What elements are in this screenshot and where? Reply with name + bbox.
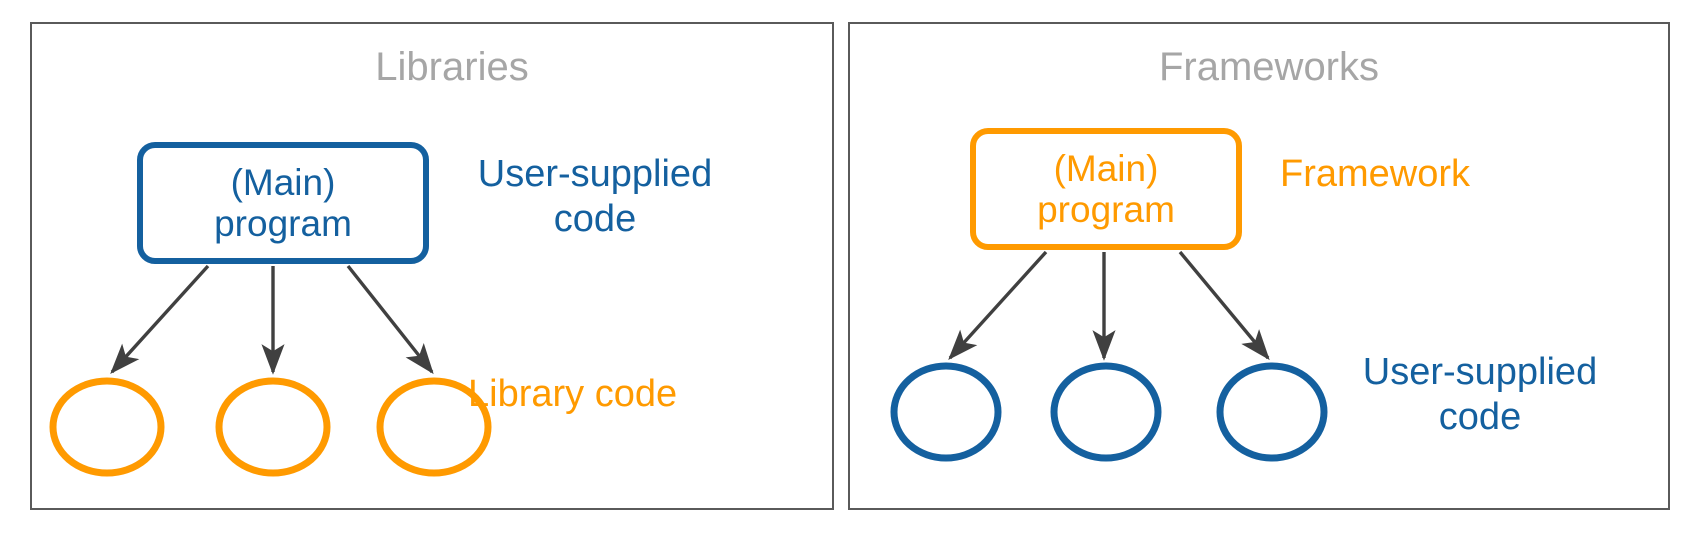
panel-libraries: Libraries xyxy=(30,22,834,510)
libraries-main-program-text: (Main) program xyxy=(214,162,352,244)
libraries-library-code-label: Library code xyxy=(468,373,678,415)
libraries-user-supplied-code-label: User-supplied code xyxy=(477,153,713,240)
frameworks-user-supplied-code-label: User-supplied code xyxy=(1362,351,1598,438)
panel-frameworks-title: Frameworks xyxy=(1158,45,1380,89)
frameworks-framework-label: Framework xyxy=(1280,153,1471,195)
frameworks-main-program-box: (Main) program xyxy=(970,128,1242,250)
panel-libraries-title: Libraries xyxy=(375,45,529,89)
frameworks-main-program-text: (Main) program xyxy=(1037,148,1175,230)
libraries-main-program-box: (Main) program xyxy=(137,142,429,264)
